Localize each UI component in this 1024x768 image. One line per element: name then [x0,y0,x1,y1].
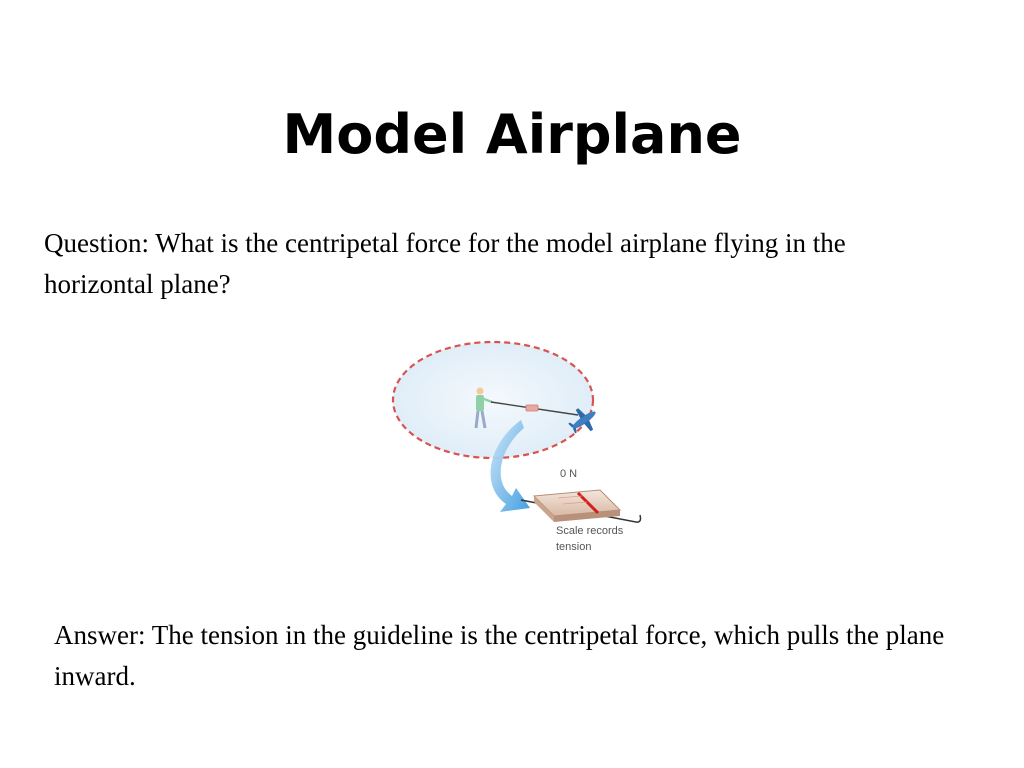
airplane-icon [568,408,596,434]
slide-title: Model Airplane [282,103,742,166]
scale-caption-line1: Scale records [556,525,624,537]
inline-scale [525,404,539,412]
person-figure [474,387,493,429]
airplane-diagram: 0 N Scale records tension [391,340,642,553]
spring-scale [520,489,642,523]
zoom-arrow [490,420,530,512]
question-text: Question: What is the centripetal force … [44,228,846,299]
scale-reading: 0 N [560,468,577,480]
airplane-figure: 0 N Scale records tension [388,336,648,558]
scale-caption-line2: tension [556,541,591,553]
flight-path-ellipse [391,340,595,460]
answer-text: Answer: The tension in the guideline is … [54,620,945,691]
